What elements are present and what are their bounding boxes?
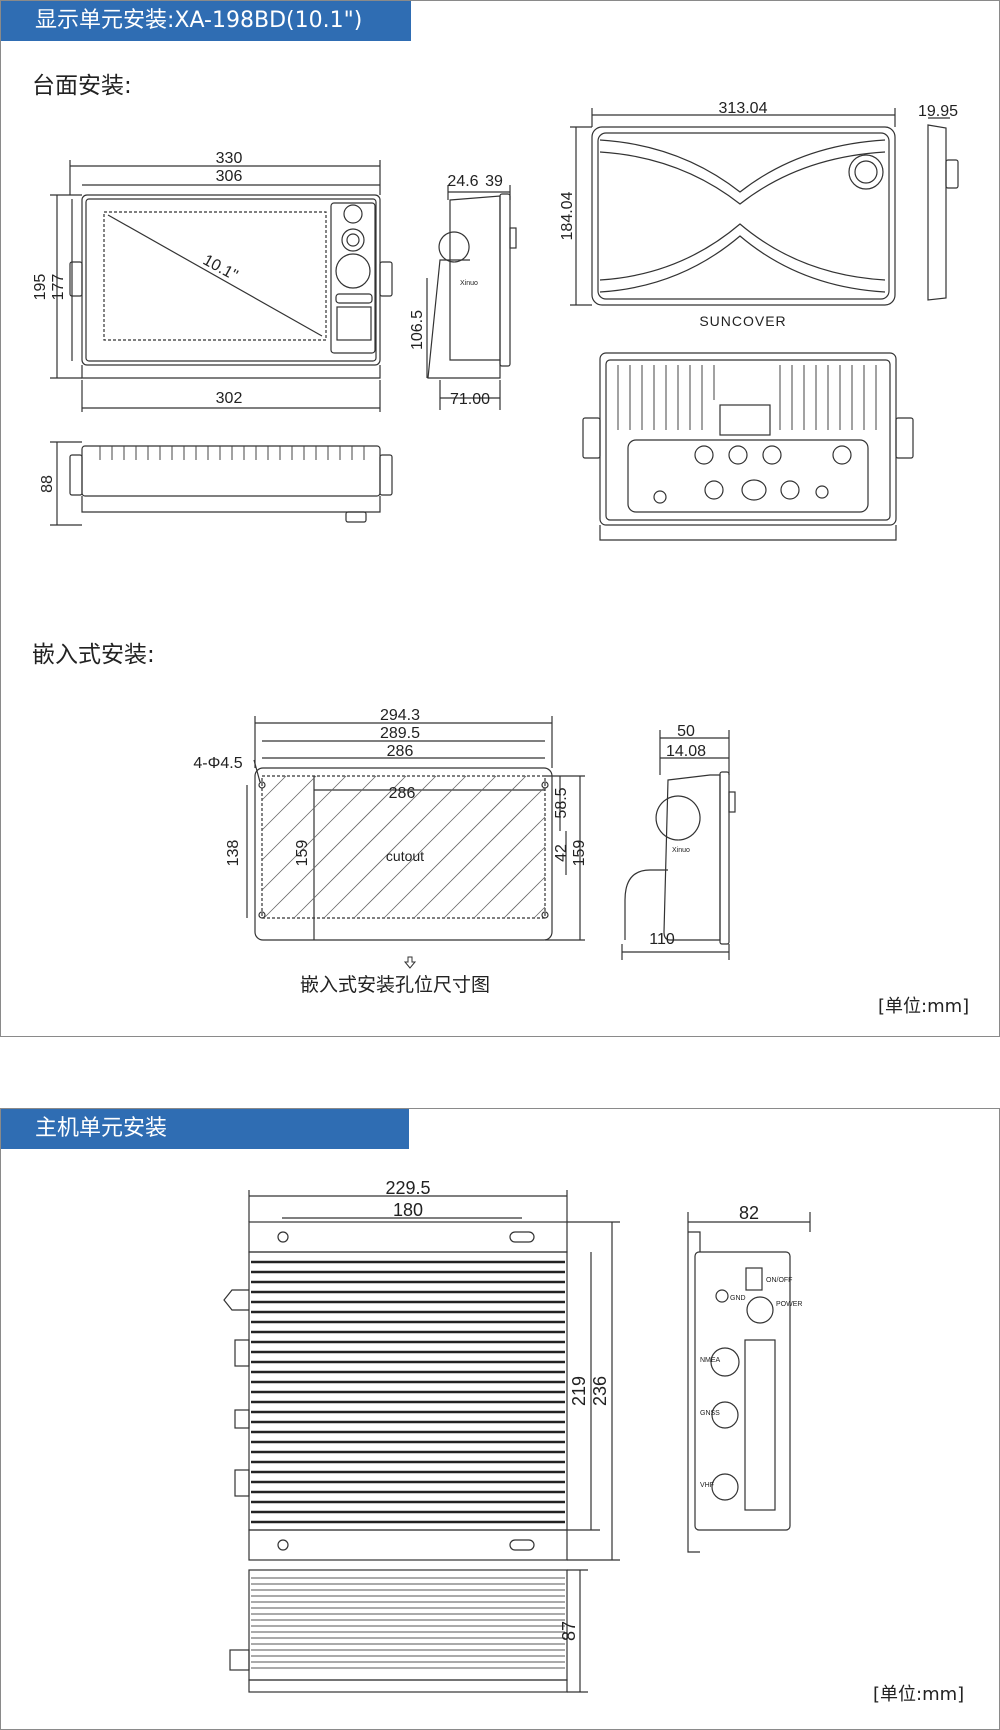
dim-cutout-h5: 159 — [571, 840, 588, 867]
dim-front-height-inner: 177 — [50, 274, 67, 301]
display-unit-label: [单位:mm] — [878, 996, 970, 1017]
dim-front-width-inner: 306 — [216, 168, 243, 185]
dim-side-depth-a: 24.6 — [447, 173, 478, 190]
dim-host-height-outer: 236 — [590, 1376, 610, 1406]
dim-front-width-outer: 330 — [216, 150, 243, 167]
up-arrow-icon — [403, 956, 417, 969]
dim-cutout-h1: 138 — [225, 840, 242, 867]
dim-flush-thickness: 14.08 — [666, 743, 706, 760]
dim-cutout-h4: 42 — [553, 844, 570, 862]
dim-front-height-outer: 195 — [32, 274, 49, 301]
port-label-gnd: GND — [730, 1295, 746, 1302]
dim-cutout-h3: 58.5 — [553, 787, 570, 818]
brand-logo-side: Xinuo — [460, 280, 478, 287]
host-unit-label: [单位:mm] — [873, 1684, 965, 1705]
dim-cutout-h2: 159 — [294, 840, 311, 867]
flush-mount-heading: 嵌入式安装: — [32, 642, 155, 668]
heat-sink-fins — [99, 365, 877, 460]
port-label-power: POWER — [776, 1301, 802, 1308]
dim-host-thickness: 87 — [559, 1621, 579, 1641]
host-heat-sink-fins — [251, 1260, 565, 1524]
cutout-hatching — [261, 775, 546, 919]
dim-mounting-holes: 4-Φ4.5 — [193, 755, 242, 772]
dim-cutout-w3: 286 — [387, 743, 414, 760]
display-unit-tab: 显示单元安装:XA-198BD(10.1") — [1, 1, 411, 41]
dim-cutout-w1: 294.3 — [380, 707, 420, 724]
dim-side-height: 106.5 — [409, 310, 426, 350]
port-label-on-off: ON/OFF — [766, 1277, 792, 1284]
dim-host-hole-spacing: 180 — [393, 1200, 423, 1220]
port-label-nmea: NMEA — [700, 1357, 721, 1364]
dim-host-height-inner: 219 — [569, 1376, 589, 1406]
display-unit-panel: 显示单元安装:XA-198BD(10.1") — [0, 0, 1000, 1037]
dim-bracket-width: 302 — [216, 390, 243, 407]
port-label-gnss: GNSS — [700, 1410, 720, 1417]
suncover-label: SUNCOVER — [699, 313, 786, 329]
brand-logo-flush: Xinuo — [672, 847, 690, 854]
dim-cover-depth: 19.95 — [918, 103, 958, 120]
dim-cover-height: 184.04 — [559, 191, 576, 240]
cutout-caption: 嵌入式安装孔位尺寸图 — [300, 974, 491, 996]
dim-flush-base: 110 — [649, 931, 675, 948]
dim-flush-depth: 50 — [677, 723, 695, 740]
dim-cutout-w2: 289.5 — [380, 725, 420, 742]
dim-side-base: 71.00 — [450, 391, 490, 408]
desk-mount-heading: 台面安装: — [32, 73, 132, 99]
display-unit-drawing: 330 306 195 177 302 10.1" 24.6 39 106.5 … — [32, 100, 959, 969]
cutout-label: cutout — [386, 848, 424, 864]
dim-host-width-outer: 229.5 — [385, 1178, 430, 1198]
dim-cutout-w4: 286 — [389, 785, 416, 802]
host-unit-panel: 主机单元安装 — [0, 1108, 1000, 1730]
dim-cover-width: 313.04 — [719, 100, 768, 117]
dim-top-height: 88 — [39, 475, 56, 493]
host-front-fins — [251, 1577, 565, 1669]
host-unit-tab: 主机单元安装 — [1, 1109, 409, 1149]
dim-side-depth-b: 39 — [485, 173, 503, 190]
port-label-vhf: VHF — [700, 1482, 714, 1489]
dim-host-depth: 82 — [739, 1203, 759, 1223]
